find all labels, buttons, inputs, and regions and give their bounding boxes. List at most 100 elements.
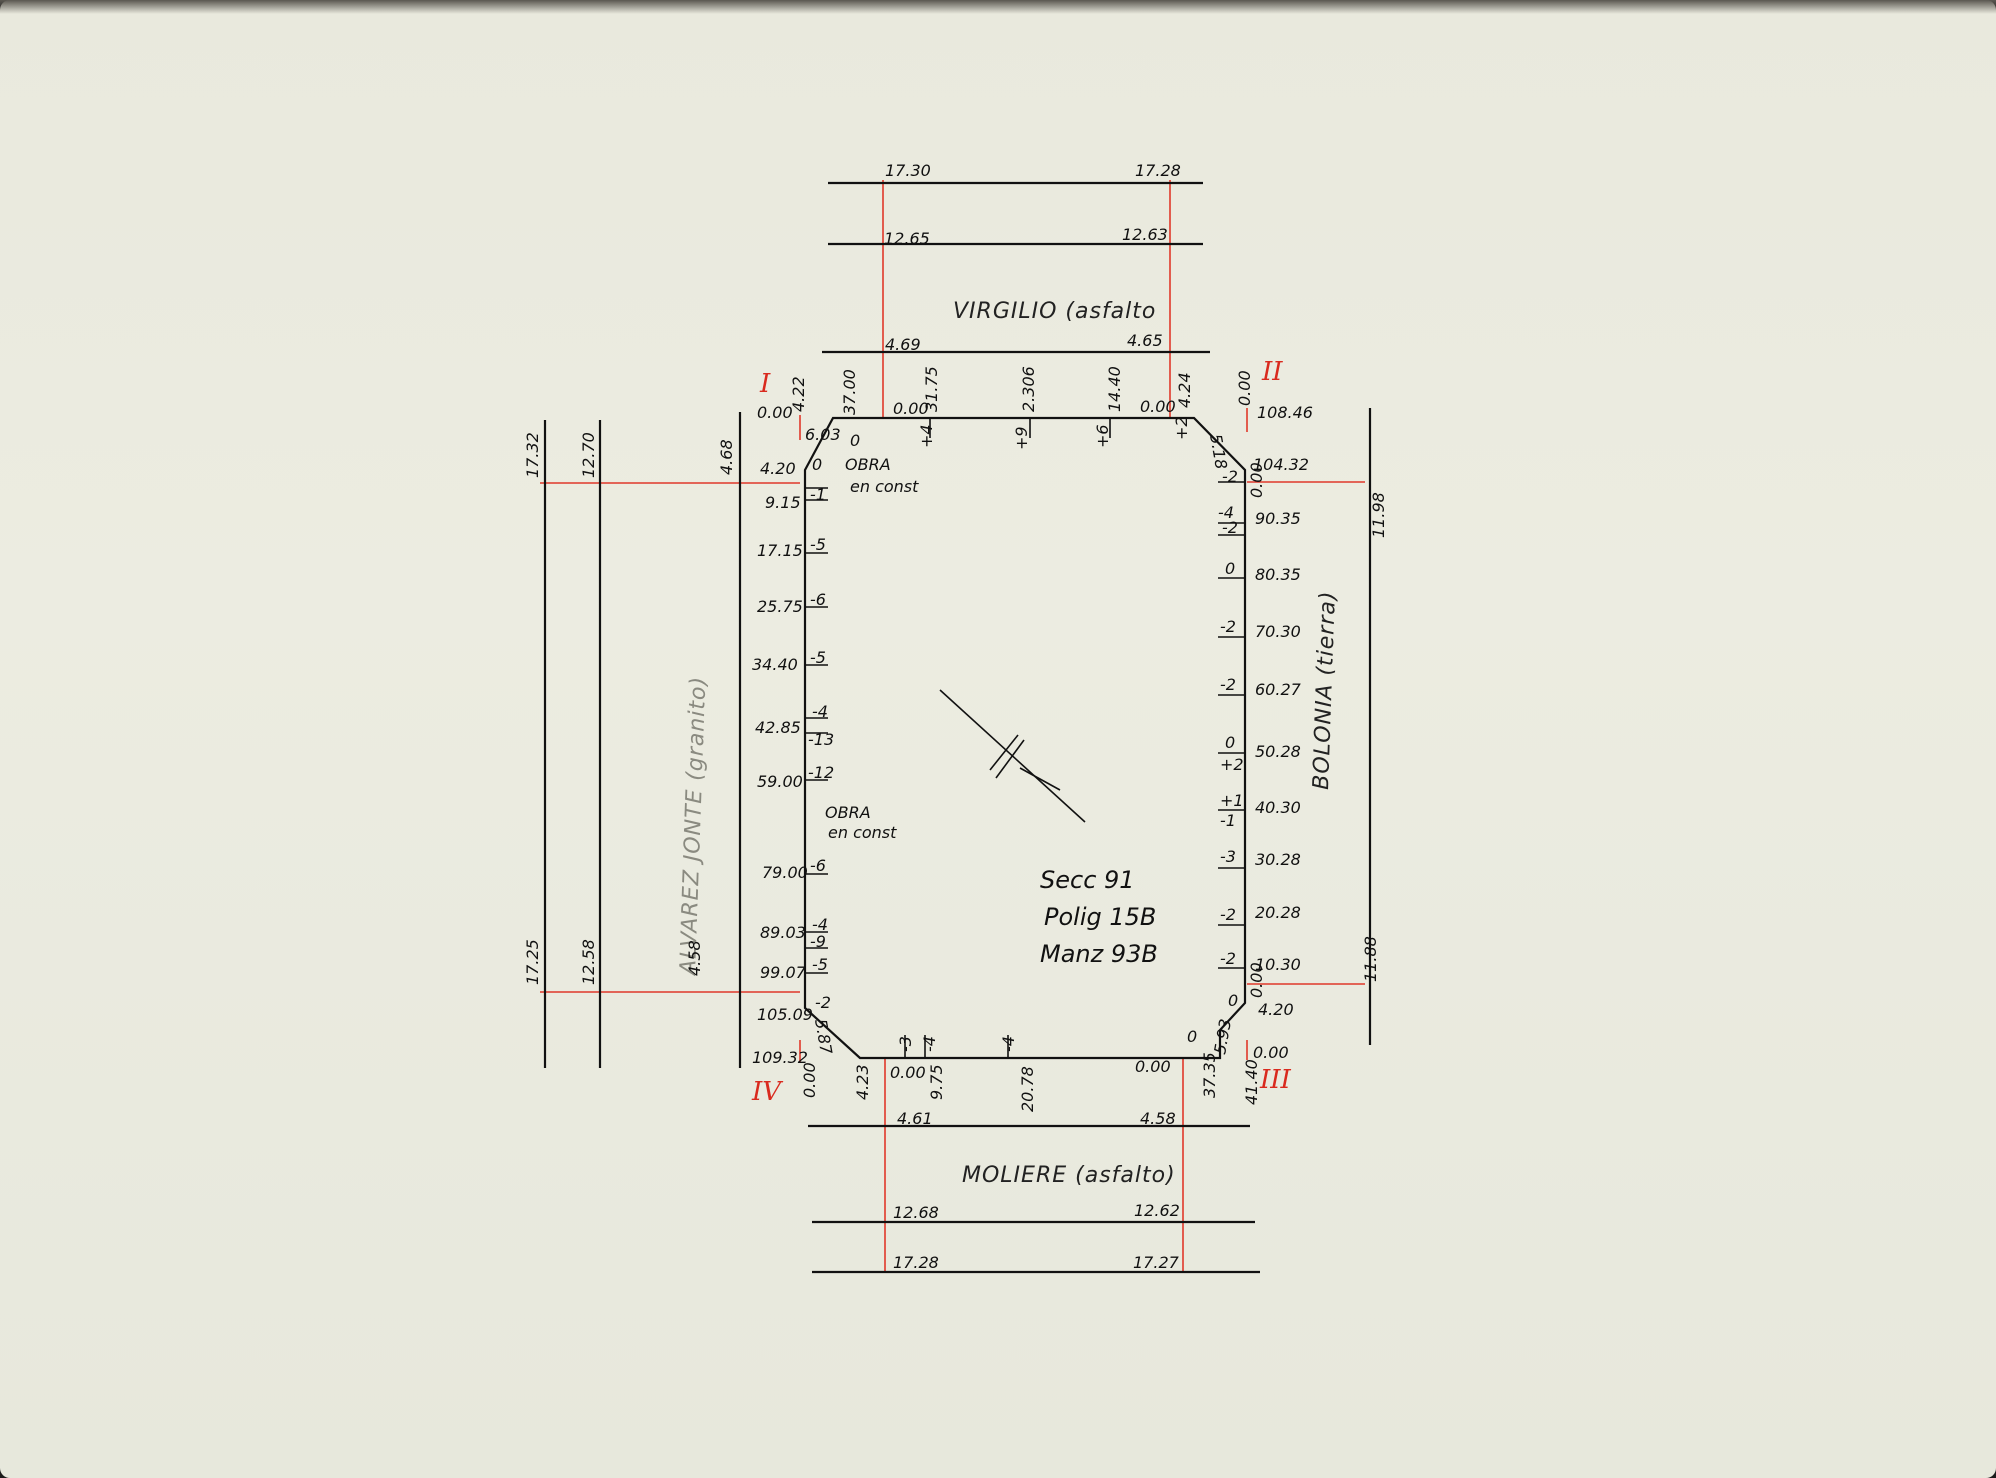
distance-label: 109.32	[752, 1048, 808, 1067]
top-side-measurements: 0.00 4.22 37.00 0.00 31.75 +4 +9 2.306 +…	[757, 366, 1254, 471]
measure-label: 0.00	[1235, 370, 1254, 406]
width-label: 4.68	[717, 439, 736, 475]
measure-label: 0.00	[800, 1062, 819, 1098]
level-label: -13	[808, 730, 834, 749]
construction-note: OBRA	[825, 803, 871, 822]
measure-label: 20.78	[1018, 1066, 1037, 1112]
measure-label: +4	[917, 424, 936, 448]
chamfer-label: 5.18	[1206, 432, 1231, 470]
width-label: 12.70	[579, 432, 598, 478]
top-street-widths: 17.30 17.28 12.65 12.63 4.69 4.65	[884, 161, 1181, 354]
corner-label-II: II	[1261, 357, 1283, 387]
distance-label: 104.32	[1253, 455, 1309, 474]
measure-label: 0.00	[1140, 397, 1176, 416]
measure-label: 0.00	[757, 403, 793, 422]
width-label: 12.68	[893, 1203, 939, 1222]
width-label: 12.63	[1122, 225, 1168, 244]
level-label: -6	[810, 856, 826, 875]
distance-label: 90.35	[1255, 509, 1301, 528]
distance-label: 70.30	[1255, 622, 1301, 641]
left-street-widths: 17.32 12.70 4.68 17.25 12.58 4.58	[523, 432, 736, 985]
block-outline	[803, 416, 1247, 1060]
bottom-street-widths: 4.61 4.58 12.68 12.62 17.28 17.27	[893, 1109, 1180, 1272]
distance-label: 0.00	[1247, 462, 1266, 498]
chamfer-label: 5.93	[1210, 1017, 1235, 1055]
level-label: 0	[1228, 991, 1238, 1010]
level-label: -2	[1222, 518, 1238, 537]
right-side-measurements: 108.46 104.32 90.35 80.35 70.30 60.27 50…	[1210, 403, 1313, 1062]
width-label: 17.32	[523, 432, 542, 478]
width-label: 4.65	[1127, 331, 1163, 350]
width-label: 17.25	[523, 939, 542, 985]
level-label: -6	[810, 590, 826, 609]
level-label: 0	[812, 455, 822, 474]
construction-note: en const	[850, 477, 919, 496]
measure-label: 31.75	[922, 366, 941, 412]
distance-label: 108.46	[1257, 403, 1313, 422]
width-label: 17.28	[1135, 161, 1181, 180]
distance-label: 42.85	[755, 718, 801, 737]
street-name-left: ALVAREZ JONTE (granito)	[676, 676, 711, 978]
level-label: -5	[810, 535, 826, 554]
distance-label: 30.28	[1255, 850, 1301, 869]
chamfer-label: 5.87	[811, 1017, 836, 1056]
width-label: 12.58	[579, 939, 598, 985]
level-label: -5	[810, 648, 826, 667]
level-label: 0	[1225, 559, 1235, 578]
distance-label: 25.75	[757, 597, 803, 616]
distance-label: 99.07	[760, 963, 807, 982]
right-street-widths: 11.98 11.88	[1361, 492, 1388, 982]
level-label: -12	[808, 763, 834, 782]
width-label: 4.69	[885, 335, 921, 354]
chamfer-label: 6.03	[805, 425, 841, 444]
measure-label: +6	[1093, 424, 1112, 448]
street-lines	[543, 181, 1372, 1274]
distance-label: 34.40	[752, 655, 798, 674]
measure-label: -4	[999, 1036, 1018, 1052]
width-label: 17.27	[1133, 1253, 1180, 1272]
distance-label: 59.00	[757, 772, 803, 791]
level-label: -2	[1220, 617, 1236, 636]
block-outline-ticks	[805, 418, 1245, 1058]
measure-label: 4.22	[789, 376, 808, 412]
measure-label: 4.24	[1175, 372, 1194, 408]
width-label: 12.65	[884, 229, 930, 248]
corner-label-III: III	[1259, 1065, 1292, 1095]
distance-label: 0.00	[1247, 962, 1266, 998]
distance-label: 60.27	[1255, 680, 1302, 699]
measure-label: 0.00	[890, 1063, 926, 1082]
level-label: -1	[810, 485, 826, 504]
distance-label: 10.30	[1255, 955, 1301, 974]
measure-label: 0	[1187, 1027, 1197, 1046]
measure-label: 0.00	[1135, 1057, 1171, 1076]
corner-label-IV: IV	[751, 1077, 783, 1107]
measure-label: +9	[1012, 426, 1031, 450]
measure-label: 37.00	[840, 369, 859, 415]
level-label: -4	[812, 702, 828, 721]
level-label: -2	[815, 993, 831, 1012]
distance-label: 50.28	[1255, 742, 1301, 761]
distance-label: 4.20	[1258, 1000, 1294, 1019]
distance-label: 105.09	[757, 1005, 813, 1024]
street-name-right: BOLONIA (tierra)	[1309, 590, 1341, 790]
block-label-section: Secc 91	[1040, 866, 1135, 894]
distance-label: 80.35	[1255, 565, 1301, 584]
level-label: -2	[1220, 949, 1236, 968]
level-label: 0	[1225, 733, 1235, 752]
level-label: -4	[812, 915, 828, 934]
measure-label: 0	[850, 431, 860, 450]
level-label: -5	[812, 955, 828, 974]
distance-label: 20.28	[1255, 903, 1301, 922]
red-reference-lines	[540, 180, 1365, 1272]
measure-label: -4	[920, 1036, 939, 1052]
distance-label: 89.03	[760, 923, 806, 942]
width-label: 11.98	[1369, 492, 1388, 538]
measure-label: -3	[896, 1036, 915, 1052]
distance-label: 0.00	[1253, 1043, 1289, 1062]
left-side-measurements: 4.20 9.15 17.15 25.75 34.40 42.85 59.00 …	[752, 455, 919, 1067]
measure-label: +2	[1172, 416, 1191, 440]
level-label: -9	[810, 932, 826, 951]
level-label: -1	[1220, 811, 1236, 830]
block-label-polygon: Polig 15B	[1044, 903, 1156, 931]
